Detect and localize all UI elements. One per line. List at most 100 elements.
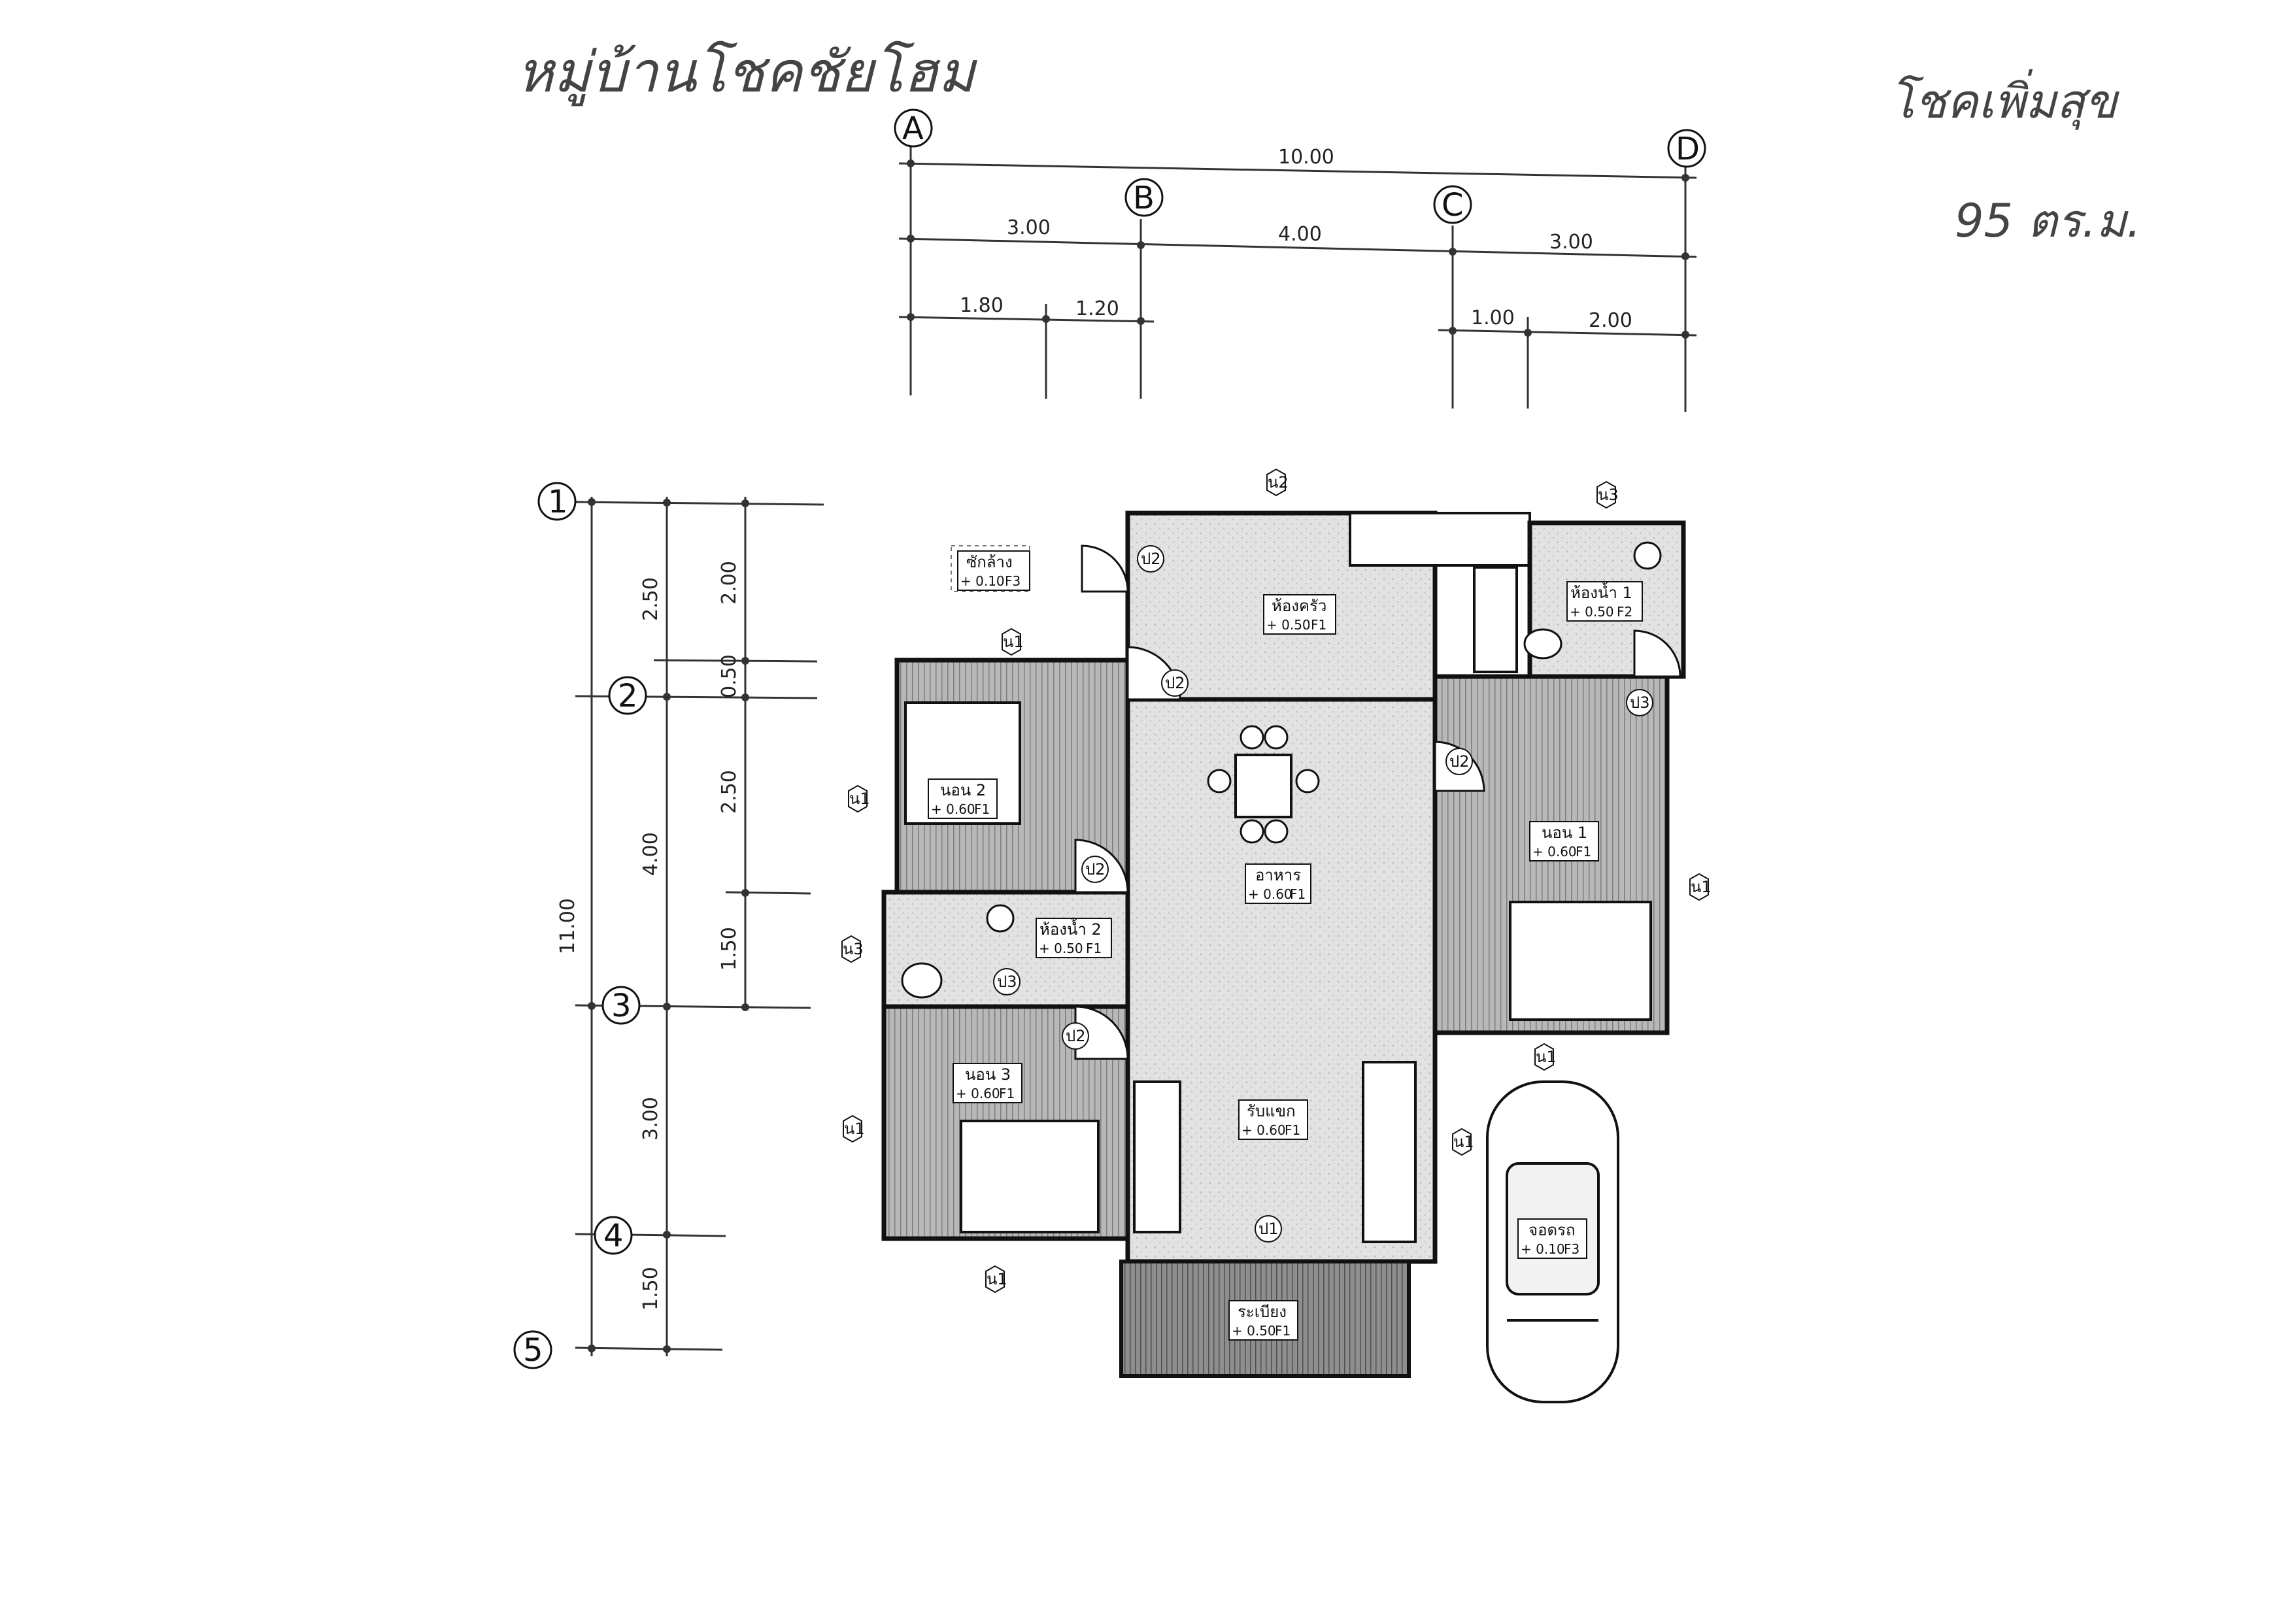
svg-text:น2: น2	[1268, 473, 1289, 492]
door-swing	[1633, 629, 1681, 678]
dining-table	[1234, 754, 1292, 818]
svg-text:ป2: ป2	[1066, 1027, 1086, 1045]
svg-text:น1: น1	[1003, 633, 1024, 651]
grid-bubble-d: D	[1667, 129, 1706, 168]
window-tag: น1	[1002, 627, 1024, 656]
dim-r34: 3.00	[639, 1097, 662, 1141]
svg-text:น3: น3	[1598, 486, 1619, 504]
dining-chair	[1240, 819, 1264, 844]
dim-r45: 1.50	[639, 1267, 662, 1311]
svg-text:น1: น1	[844, 1120, 865, 1138]
svg-text:B: B	[1133, 180, 1155, 216]
svg-text:+ 0.60: + 0.60	[1532, 844, 1577, 860]
door-tag: ป2	[1081, 856, 1109, 883]
room-label-dining: อาหาร + 0.60 F1	[1245, 863, 1311, 904]
svg-text:A: A	[902, 110, 924, 147]
door-tag: ป1	[1255, 1215, 1282, 1243]
svg-text:ซักล้าง: ซักล้าง	[966, 553, 1013, 571]
svg-text:ป1: ป1	[1258, 1220, 1279, 1238]
door-swing	[1081, 544, 1129, 593]
svg-text:F1: F1	[1576, 844, 1591, 860]
svg-text:F1: F1	[1311, 617, 1326, 633]
dim-r23: 4.00	[639, 832, 662, 876]
toilet-bath1	[1523, 628, 1562, 660]
svg-text:5: 5	[523, 1332, 543, 1369]
grid-bubble-4: 4	[594, 1216, 633, 1255]
dim-c-sub2: 2.00	[1589, 309, 1632, 332]
project-title: หมู่บ้านโชคชัยโฮม	[516, 40, 978, 107]
svg-text:น1: น1	[987, 1270, 1007, 1288]
window-tag: น1	[1534, 1043, 1557, 1071]
door-swing	[1074, 1005, 1129, 1060]
window-tag: น1	[843, 1114, 865, 1143]
dining-chair	[1264, 819, 1289, 844]
dim-overall-width: 10.00	[1278, 146, 1334, 169]
grid-bubble-a: A	[894, 109, 933, 148]
svg-text:รับแขก: รับแขก	[1247, 1102, 1296, 1120]
svg-text:ห้องครัว: ห้องครัว	[1272, 597, 1326, 615]
dim-a-sub1: 1.80	[960, 294, 1004, 317]
sofa-left	[1133, 1080, 1181, 1233]
svg-text:+ 0.10: + 0.10	[960, 573, 1005, 589]
svg-text:F1: F1	[999, 1086, 1015, 1101]
dim-r2-sub-a: 0.50	[718, 654, 741, 698]
bed-in-bed3	[960, 1120, 1100, 1233]
svg-text:น1: น1	[1453, 1133, 1474, 1151]
svg-text:ป2: ป2	[1165, 674, 1185, 692]
basin-bath2	[986, 904, 1015, 933]
svg-text:ป2: ป2	[1085, 860, 1106, 878]
door-tag: ป3	[993, 968, 1021, 995]
svg-text:ป3: ป3	[1630, 694, 1650, 712]
top-dim-ticks	[907, 159, 1689, 339]
svg-text:F1: F1	[1275, 1323, 1291, 1339]
dining-chair	[1264, 725, 1289, 750]
dim-r2-sub-b: 2.50	[718, 770, 741, 814]
dim-r2-sub-c: 1.50	[718, 927, 741, 971]
dining-chair	[1207, 769, 1232, 794]
dining-chair	[1295, 769, 1320, 794]
room-label-bed3: นอน 3 + 0.60 F1	[953, 1063, 1022, 1103]
svg-text:+ 0.60: + 0.60	[1248, 886, 1292, 902]
dim-overall-depth: 11.00	[556, 898, 579, 954]
dim-r12: 2.50	[639, 577, 662, 621]
svg-text:F3: F3	[1005, 573, 1021, 589]
door-tag: ป2	[1137, 545, 1164, 573]
door-tag: ป2	[1445, 748, 1473, 775]
svg-text:+ 0.50: + 0.50	[1570, 604, 1614, 620]
svg-text:+ 0.50: + 0.50	[1266, 617, 1311, 633]
window-tag: น1	[985, 1265, 1007, 1294]
svg-text:4: 4	[603, 1218, 624, 1254]
grid-bubble-3: 3	[601, 986, 641, 1025]
svg-text:ป2: ป2	[1449, 752, 1470, 771]
svg-text:น1: น1	[1536, 1048, 1557, 1066]
door-tag: ป3	[1626, 689, 1653, 716]
svg-text:นอน 2: นอน 2	[940, 781, 986, 799]
dim-ab: 3.00	[1007, 216, 1051, 239]
svg-text:F1: F1	[1290, 886, 1306, 902]
svg-text:นอน 3: นอน 3	[965, 1065, 1011, 1084]
svg-text:น3: น3	[843, 940, 864, 958]
door-tag: ป2	[1161, 669, 1189, 697]
svg-text:จอดรถ: จอดรถ	[1528, 1221, 1575, 1239]
svg-text:+ 0.50: + 0.50	[1039, 941, 1083, 956]
dim-bc: 4.00	[1278, 223, 1322, 246]
svg-text:F1: F1	[1086, 941, 1102, 956]
svg-text:ระเบียง: ระเบียง	[1238, 1303, 1287, 1321]
room-label-laundry: ซักล้าง + 0.10 F3	[957, 550, 1030, 591]
svg-text:น1: น1	[849, 790, 870, 808]
svg-text:2: 2	[618, 678, 638, 714]
room-label-carport: จอดรถ + 0.10 F3	[1517, 1218, 1587, 1259]
room-label-living: รับแขก + 0.60 F1	[1238, 1099, 1308, 1140]
area-note: 95 ตร.ม.	[1955, 194, 2141, 248]
window-tag: น1	[1452, 1128, 1474, 1156]
bed-in-bed1	[1509, 901, 1652, 1021]
svg-text:3: 3	[611, 988, 632, 1024]
svg-text:+ 0.60: + 0.60	[931, 801, 975, 817]
dim-c-sub1: 1.00	[1471, 307, 1515, 329]
svg-text:ห้องน้ำ 2: ห้องน้ำ 2	[1039, 918, 1102, 939]
svg-text:น1: น1	[1691, 878, 1712, 896]
svg-text:D: D	[1676, 131, 1700, 167]
svg-text:F2: F2	[1617, 604, 1632, 620]
grid-bubble-2: 2	[608, 676, 647, 715]
kitchen-sink	[1473, 566, 1518, 673]
